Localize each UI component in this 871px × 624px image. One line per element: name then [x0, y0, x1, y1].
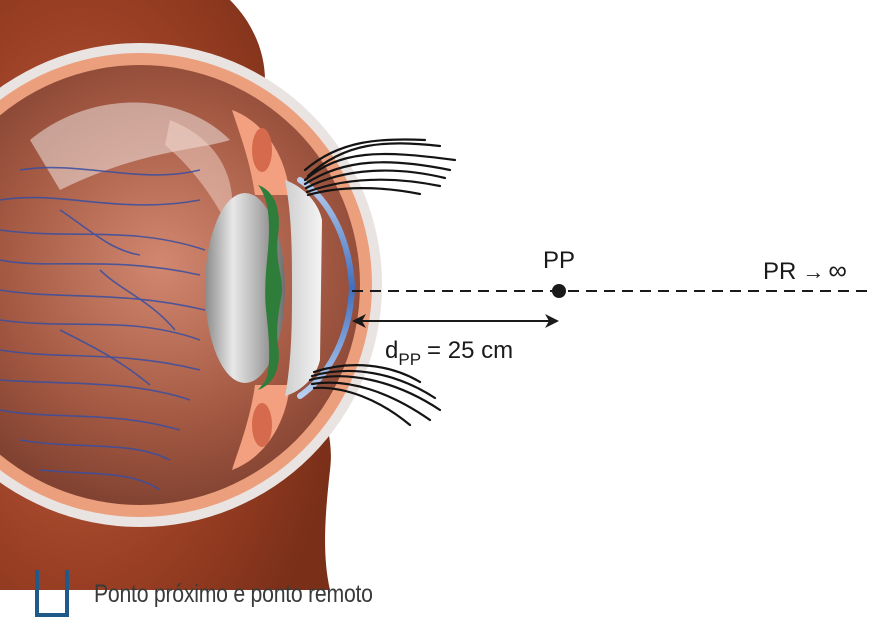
distance-arrow — [352, 314, 559, 328]
figure-caption: Ponto próximo e ponto remoto — [34, 568, 422, 620]
near-point-label: PP — [543, 247, 575, 274]
ciliary-muscle-bottom — [252, 403, 272, 447]
near-point-marker — [552, 284, 566, 298]
ciliary-muscle-top — [252, 128, 272, 172]
caption-text: Ponto próximo e ponto remoto — [94, 580, 373, 609]
caption-bracket-icon — [34, 570, 70, 618]
far-point-label: PR→∞ — [763, 255, 847, 285]
distance-label: dPP= 25 cm — [385, 337, 513, 369]
